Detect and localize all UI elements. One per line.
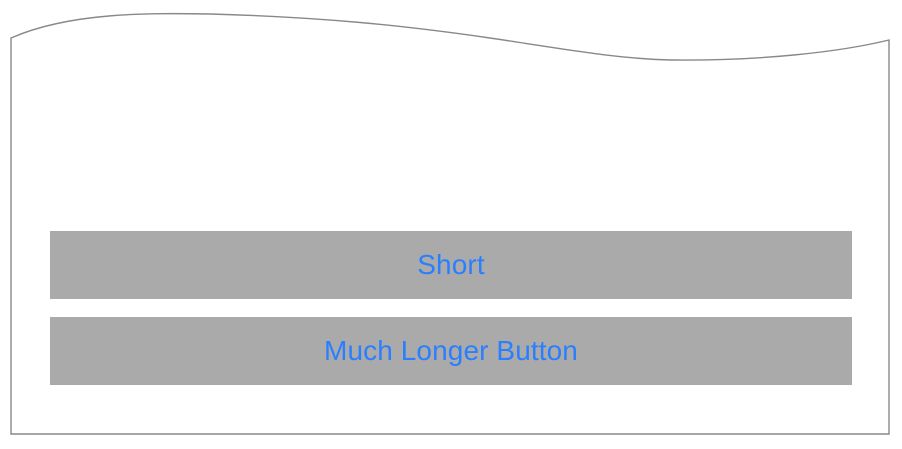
much-longer-button[interactable]: Much Longer Button [50,317,852,385]
button-stack: Short Much Longer Button [50,231,852,385]
short-button[interactable]: Short [50,231,852,299]
short-button-label: Short [417,249,485,280]
much-longer-button-label: Much Longer Button [324,335,578,366]
